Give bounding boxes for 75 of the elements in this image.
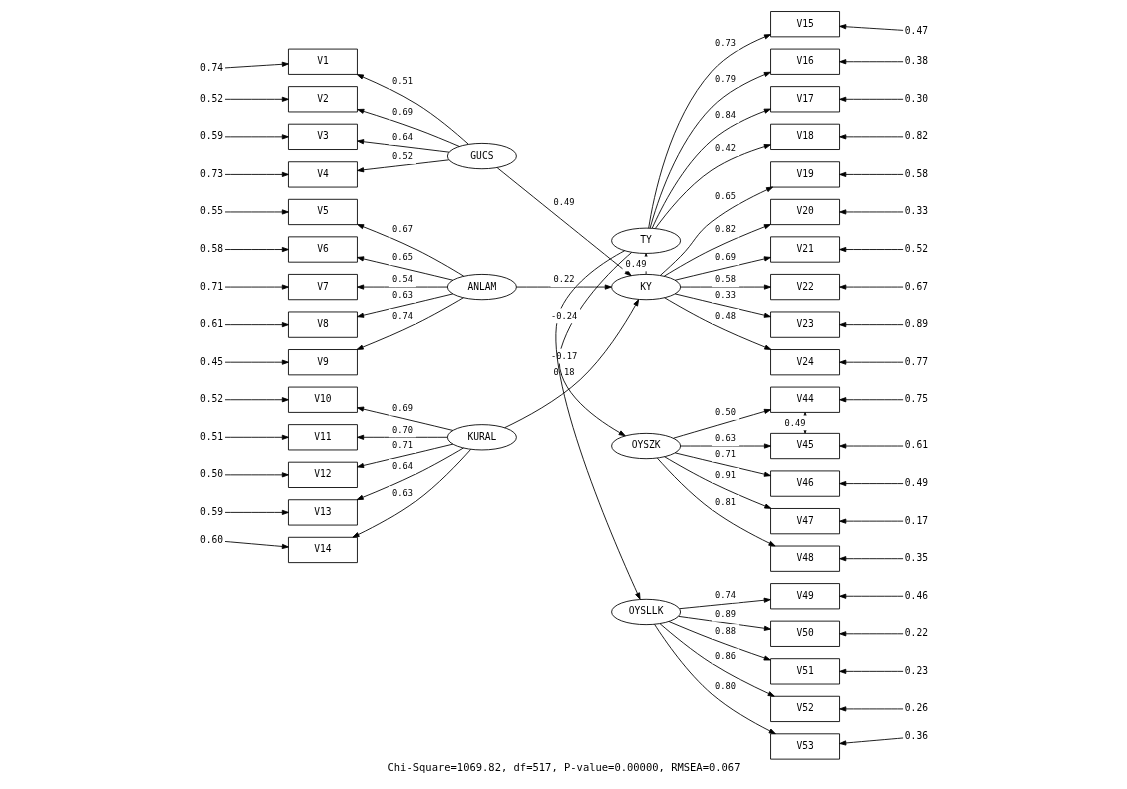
- edge-label: 0.84: [714, 110, 736, 121]
- edge-label: 0.30: [904, 92, 928, 104]
- edge-label: 0.51: [199, 430, 223, 442]
- edge-label: 0.42: [714, 143, 736, 154]
- edge-label: 0.33: [904, 205, 928, 217]
- edge-label: 0.73: [199, 167, 223, 179]
- edge-label: 0.47: [904, 24, 928, 36]
- edge-label: 0.49: [784, 417, 806, 428]
- edge-label: 0.60: [199, 533, 223, 545]
- edge-label: 0.49: [625, 258, 647, 269]
- edge-label: 0.52: [391, 151, 413, 162]
- edge-label: 0.74: [199, 62, 223, 74]
- edge-label: 0.50: [199, 468, 223, 480]
- edge-label: 0.58: [904, 167, 928, 179]
- edge-label: 0.64: [391, 461, 413, 472]
- edge-label: 0.50: [714, 407, 736, 418]
- edge-label: 0.54: [391, 274, 413, 285]
- edge-label: 0.49: [904, 477, 928, 489]
- edge-label: 0.71: [714, 448, 736, 459]
- edge-label: 0.63: [714, 433, 736, 444]
- edge-label: -0.17: [550, 350, 577, 361]
- edge-label: 0.65: [391, 252, 413, 263]
- edge-label: 0.67: [391, 224, 413, 235]
- edge-label: 0.63: [391, 488, 413, 499]
- edge-label: 0.82: [904, 130, 928, 142]
- edge-label: 0.59: [199, 505, 223, 517]
- edge-label: 0.52: [199, 393, 223, 405]
- edge-label: 0.49: [553, 196, 575, 207]
- edge-label: 0.64: [391, 131, 413, 142]
- edge-label: 0.23: [904, 664, 928, 676]
- edge-label: 0.89: [904, 318, 928, 330]
- edge-label: 0.58: [714, 274, 736, 285]
- edge-label: 0.71: [391, 440, 413, 451]
- edge-label: 0.61: [199, 318, 223, 330]
- edge-label: 0.33: [714, 289, 736, 300]
- edge-label: 0.46: [904, 589, 928, 601]
- edge-label: 0.80: [714, 681, 736, 692]
- caption: Chi-Square=1069.82, df=517, P-value=0.00000, RMSEA=0.067: [387, 761, 740, 774]
- edge-label: -0.24: [550, 310, 577, 321]
- edge-label: 0.69: [391, 402, 413, 413]
- edge-label: 0.69: [714, 252, 736, 263]
- edge-label: 0.22: [904, 627, 928, 639]
- edge-label: 0.74: [391, 310, 413, 321]
- edge-label: 0.74: [714, 589, 736, 600]
- edge-label: 0.75: [904, 393, 928, 405]
- edge-label: 0.77: [904, 355, 928, 367]
- edge-label: 0.79: [714, 74, 736, 85]
- edge-label: 0.55: [199, 205, 223, 217]
- edge-label: 0.73: [714, 37, 736, 48]
- edge-label: 0.89: [714, 608, 736, 619]
- edge-label: 0.86: [714, 650, 736, 661]
- edge-label: 0.65: [714, 191, 736, 202]
- edge-label: 0.52: [904, 242, 928, 254]
- edge-label: 0.63: [391, 289, 413, 300]
- edge-label: 0.38: [904, 55, 928, 67]
- edge-label: 0.48: [714, 310, 736, 321]
- edge-label: 0.22: [553, 274, 575, 285]
- edge-label: 0.59: [199, 130, 223, 142]
- edge-label: 0.17: [904, 514, 928, 526]
- edge-label: 0.58: [199, 242, 223, 254]
- edge-label: 0.26: [904, 702, 928, 714]
- edge-label: 0.82: [714, 224, 736, 235]
- edge-label: 0.35: [904, 552, 928, 564]
- edge-label: 0.51: [391, 76, 413, 87]
- edge-label: 0.71: [199, 280, 223, 292]
- edge-label: 0.45: [199, 355, 223, 367]
- edge-label: 0.52: [199, 92, 223, 104]
- edge-label: 0.81: [714, 496, 736, 507]
- edge-label: 0.36: [904, 730, 928, 742]
- edge-label: 0.91: [714, 469, 736, 480]
- edge-label: 0.69: [391, 106, 413, 117]
- edge-label: 0.70: [391, 424, 413, 435]
- edge-label: 0.61: [904, 439, 928, 451]
- edge-label: 0.88: [714, 626, 736, 637]
- edge-label: 0.67: [904, 280, 928, 292]
